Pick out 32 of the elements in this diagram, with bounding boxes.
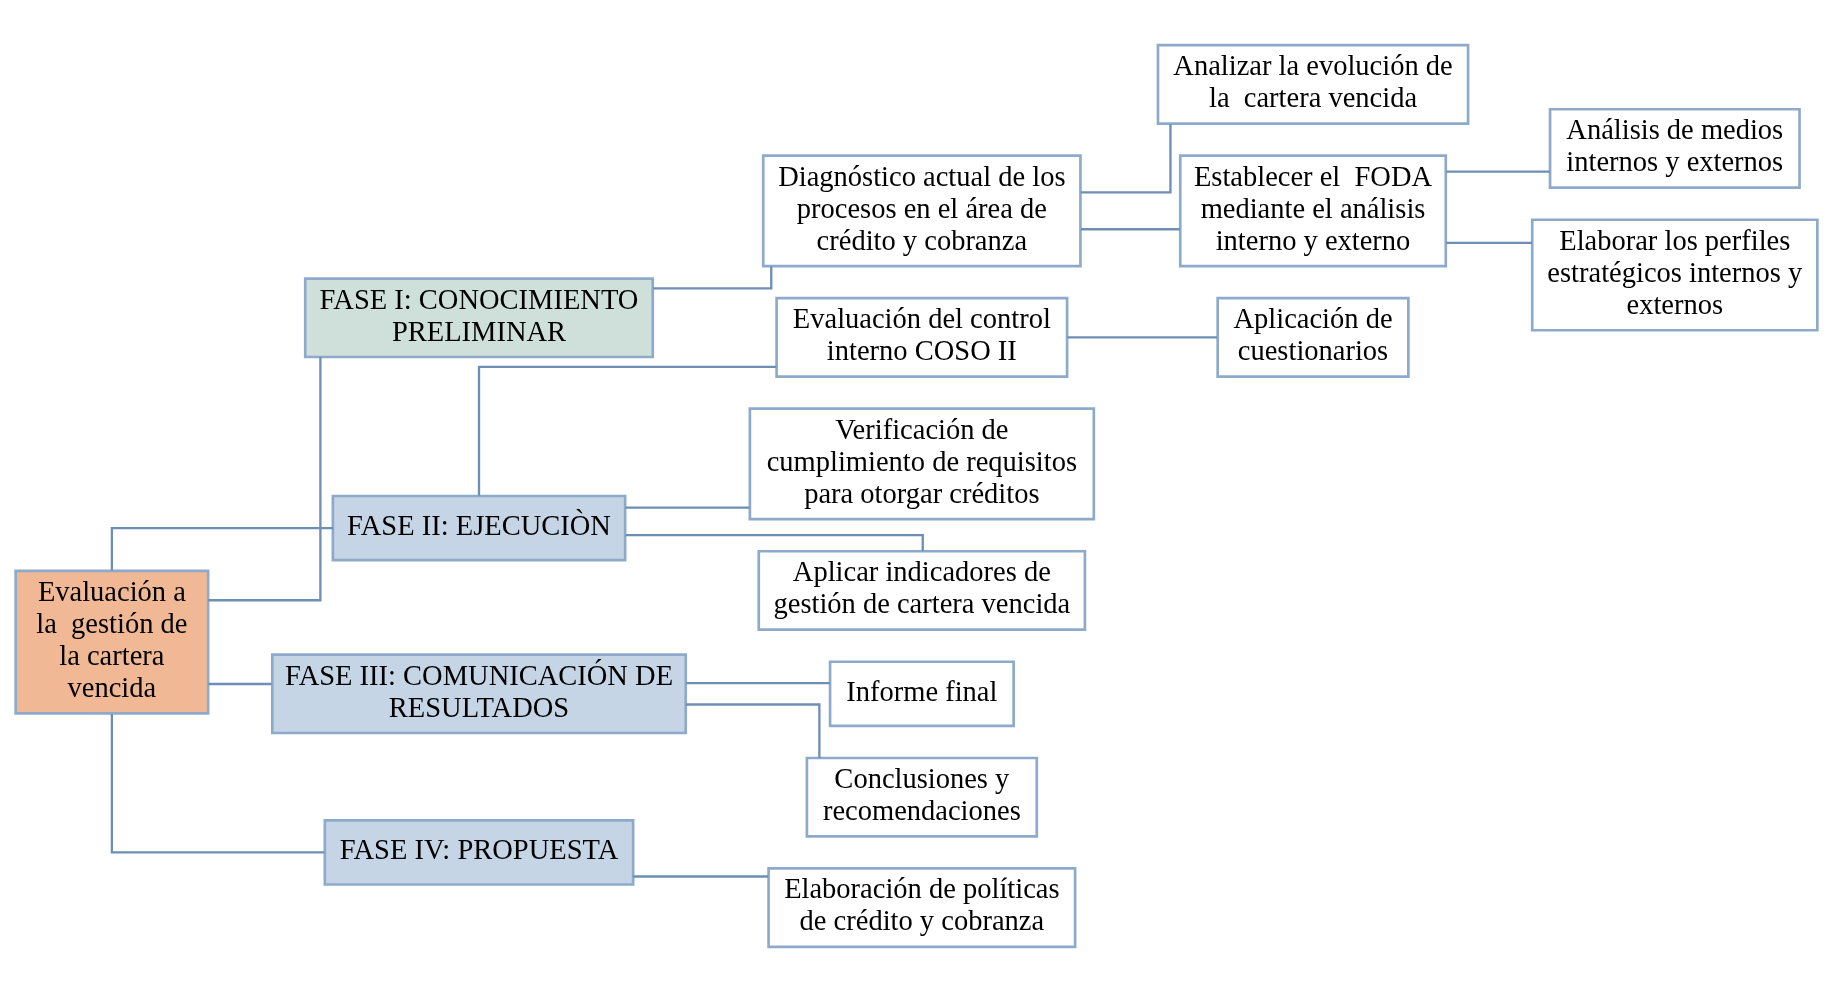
connector <box>633 875 769 878</box>
node-box: Análisis de medios internos y externos <box>1548 107 1801 190</box>
connector <box>1080 228 1180 231</box>
connector <box>1446 241 1533 245</box>
connector <box>1446 170 1550 173</box>
node-box: Elaborar los perfiles estratégicos internos y externos <box>1530 218 1819 332</box>
node-box: Aplicar indicadores de gestión de cartera vencida <box>757 549 1087 631</box>
connector <box>208 357 322 602</box>
node-box: Conclusiones y recomendaciones <box>805 756 1039 838</box>
node-box: FASE III: COMUNICACIÓN DE RESULTADOS <box>270 653 688 735</box>
node-box: FASE IV: PROPUESTA <box>323 819 635 886</box>
connector <box>686 681 830 685</box>
node-box: Evaluación del control interno COSO II <box>775 296 1069 378</box>
connector <box>110 526 333 571</box>
node-box: FASE I: CONOCIMIENTO PRELIMINAR <box>303 277 655 359</box>
connector <box>685 703 821 758</box>
node-box: Verificación de cumplimiento de requisitos para otorgar créditos <box>748 407 1096 521</box>
connector <box>208 682 272 686</box>
connector <box>1080 124 1172 194</box>
node-box: Elaboración de políticas de crédito y cobranza <box>767 867 1077 949</box>
connector <box>1067 336 1218 339</box>
node-box: Informe final <box>828 660 1015 728</box>
connector <box>110 713 325 854</box>
node-box: FASE II: EJECUCIÒN <box>331 494 627 562</box>
node-box: Diagnóstico actual de los procesos en el área de crédito y cobranza <box>761 154 1082 268</box>
connector <box>477 365 777 496</box>
connector <box>625 506 750 509</box>
node-box: Evaluación a la gestión de la cartera vencida <box>14 569 210 715</box>
node-box: Analizar la evolución de la cartera vencida <box>1156 43 1470 125</box>
node-box: Aplicación de cuestionarios <box>1216 296 1410 378</box>
node-box: Establecer el FODA mediante el análisis interno y externo <box>1178 154 1448 268</box>
connector <box>625 534 924 551</box>
